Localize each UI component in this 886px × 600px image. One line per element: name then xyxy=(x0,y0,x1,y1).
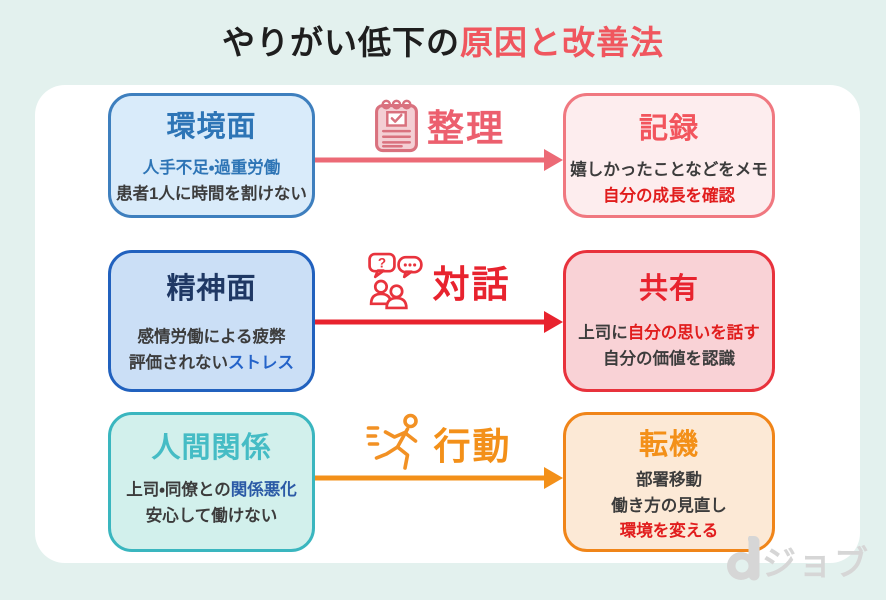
result-line: 環境を変える xyxy=(619,522,719,541)
cause-lines: 人手不足・過重労働 患者1人に時間を割けない xyxy=(116,156,307,207)
cause-lines: 感情労働による疲弊 評価されないストレス xyxy=(129,325,294,376)
action-label: 行動 xyxy=(433,426,512,467)
action-group: 整理 xyxy=(373,97,505,153)
cause-box-mental: 精神面 感情労働による疲弊 評価されないストレス xyxy=(108,250,315,392)
cause-title: 人間関係 xyxy=(151,432,272,464)
result-box-share: 共有 上司に自分の思いを話す 自分の価値を認識 xyxy=(563,250,775,392)
page-title: やりがい低下の原因と改善法 xyxy=(0,16,886,64)
result-title: 記録 xyxy=(638,113,699,145)
page-title-main: やりがい低下の xyxy=(222,24,460,61)
result-box-record: 記録 嬉しかったことなどをメモ 自分の成長を確認 xyxy=(563,93,775,218)
cause-line: 上司・同僚との関係悪化 xyxy=(126,481,297,499)
row-mental: 精神面 感情労働による疲弊 評価されないストレス ? xyxy=(35,250,860,392)
logo-text: ジョブ xyxy=(762,545,870,583)
arrow-right-icon xyxy=(315,149,563,171)
page-title-accent: 原因と改善法 xyxy=(460,24,664,61)
result-line: 働き方の見直し xyxy=(611,496,727,515)
arrow-right-icon xyxy=(315,467,563,489)
cause-title: 精神面 xyxy=(166,273,257,305)
cause-title: 環境面 xyxy=(166,111,257,143)
content-card: 環境面 人手不足・過重労働 患者1人に時間を割けない xyxy=(35,85,860,563)
result-line: 自分の成長を確認 xyxy=(602,186,735,205)
cause-line: 評価されないストレス xyxy=(129,353,294,372)
row-relationships: 人間関係 上司・同僚との関係悪化 安心して働けない xyxy=(35,412,860,552)
result-line: 嬉しかったことなどをメモ xyxy=(570,161,768,179)
result-box-turning-point: 転機 部署移動 働き方の見直し 環境を変える xyxy=(563,412,775,552)
action-label: 整理 xyxy=(427,108,505,149)
cause-line: 患者1人に時間を割けない xyxy=(116,184,307,203)
connector-mental: ? 対話 xyxy=(315,250,563,392)
row-environment: 環境面 人手不足・過重労働 患者1人に時間を割けない xyxy=(35,93,860,218)
action-group: 行動 xyxy=(366,412,512,474)
cause-lines: 上司・同僚との関係悪化 安心して働けない xyxy=(126,478,296,529)
running-person-icon xyxy=(366,413,418,470)
cause-box-environment: 環境面 人手不足・過重労働 患者1人に時間を割けない xyxy=(108,93,315,218)
action-label: 対話 xyxy=(432,264,511,305)
result-lines: 嬉しかったことなどをメモ 自分の成長を確認 xyxy=(570,158,768,209)
result-title: 転機 xyxy=(638,429,699,461)
arrow-right-icon xyxy=(315,311,563,333)
memo-clipboard-icon xyxy=(375,99,418,153)
result-title: 共有 xyxy=(638,273,699,305)
cause-line: 感情労働による疲弊 xyxy=(137,328,286,346)
result-lines: 上司に自分の思いを話す 自分の価値を認識 xyxy=(578,321,760,372)
action-group: ? 対話 xyxy=(368,252,511,310)
connector-relationships: 行動 xyxy=(315,412,563,552)
connector-environment: 整理 xyxy=(315,93,563,218)
d-logo-mark-icon xyxy=(727,536,760,581)
svg-text:?: ? xyxy=(378,256,386,271)
result-line: 部署移動 xyxy=(636,471,702,489)
result-line: 上司に自分の思いを話す xyxy=(578,324,760,342)
result-lines: 部署移動 働き方の見直し 環境を変える xyxy=(611,468,727,545)
d-job-logo: ジョブ xyxy=(727,536,870,581)
cause-line: 安心して働けない xyxy=(145,506,278,525)
cause-line: 人手不足・過重労働 xyxy=(142,159,281,177)
result-line: 自分の価値を認識 xyxy=(603,349,735,368)
cause-box-relationships: 人間関係 上司・同僚との関係悪化 安心して働けない xyxy=(108,412,315,552)
chat-people-icon: ? xyxy=(368,252,423,310)
